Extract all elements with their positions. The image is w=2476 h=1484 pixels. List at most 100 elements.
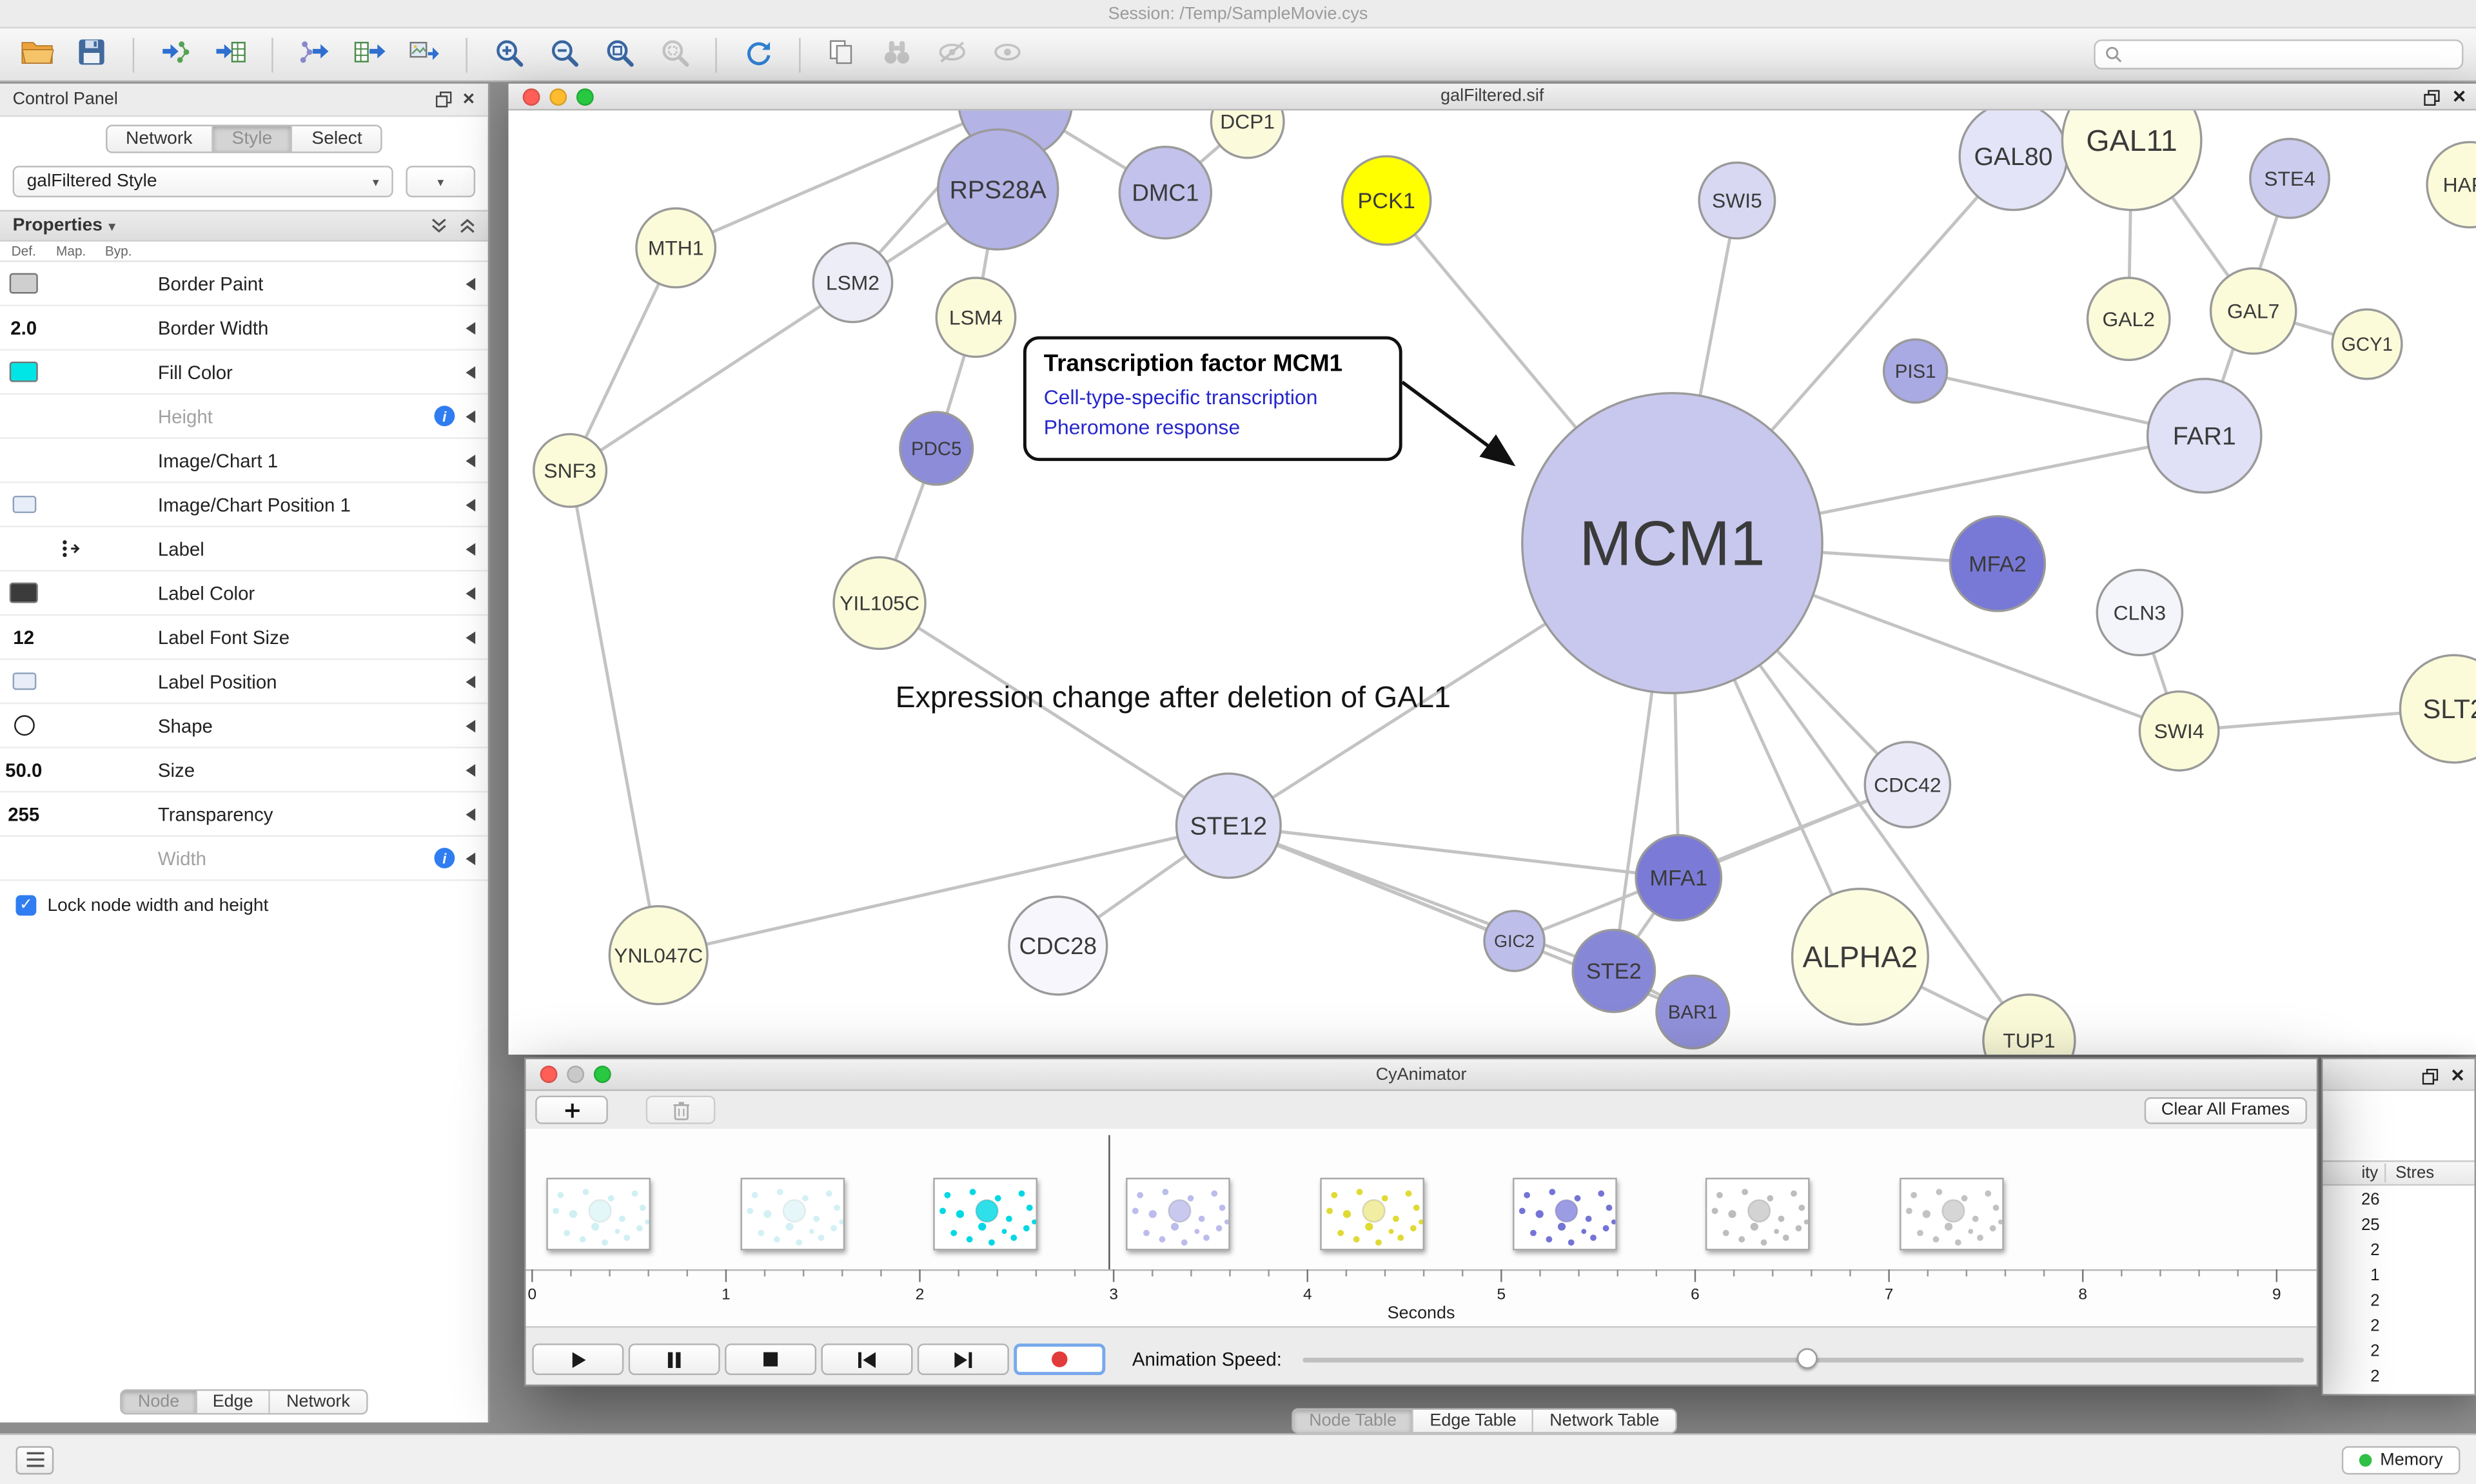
cp-tab-edge[interactable]: Edge	[197, 1391, 271, 1413]
network-node-LSM4[interactable]: LSM4	[935, 277, 1017, 358]
default-value[interactable]: 12	[13, 626, 35, 649]
expand-arrow-icon[interactable]	[466, 630, 476, 643]
network-node-CDC28[interactable]: CDC28	[1008, 895, 1108, 996]
network-window-titlebar[interactable]: galFiltered.sif ✕	[508, 83, 2476, 111]
frame-thumbnail-1[interactable]	[740, 1177, 845, 1251]
network-node-YNL047C[interactable]: YNL047C	[608, 905, 709, 1006]
float-window-icon[interactable]	[2423, 89, 2440, 105]
network-node-YIL105C[interactable]: YIL105C	[832, 556, 927, 650]
import-table-button[interactable]	[207, 34, 254, 75]
property-row-fill-color[interactable]: Fill Color	[0, 351, 488, 395]
network-node-GCY1[interactable]: GCY1	[2331, 308, 2403, 380]
zoom-selected-button[interactable]	[651, 34, 698, 75]
float-panel-icon[interactable]	[435, 92, 451, 108]
network-node-PCK1[interactable]: PCK1	[1341, 155, 1432, 246]
network-node-STE2[interactable]: STE2	[1571, 928, 1656, 1013]
minimize-traffic-light[interactable]	[567, 1066, 585, 1084]
network-node-MFA1[interactable]: MFA1	[1635, 834, 1723, 922]
panel-toggle-button[interactable]	[15, 1445, 54, 1474]
export-network-button[interactable]	[291, 34, 338, 75]
show-all-button[interactable]	[984, 34, 1031, 75]
network-node-LSM2[interactable]: LSM2	[812, 242, 894, 324]
network-node-GAL80[interactable]: GAL80	[1958, 110, 2068, 211]
search-input[interactable]	[2128, 44, 2453, 64]
info-icon[interactable]: i	[434, 848, 455, 868]
slider-knob[interactable]	[1796, 1348, 1818, 1369]
network-node-SNF3[interactable]: SNF3	[533, 433, 608, 508]
default-color-swatch[interactable]	[9, 273, 38, 294]
expand-arrow-icon[interactable]	[466, 321, 476, 334]
network-node-MCM1[interactable]: MCM1	[1521, 392, 1823, 694]
network-node-DMC1[interactable]: DMC1	[1118, 146, 1213, 240]
network-node-MFA2[interactable]: MFA2	[1949, 515, 2047, 612]
network-node-SLT2[interactable]: SLT2	[2399, 654, 2476, 764]
float-table-panel-icon[interactable]	[2422, 1068, 2438, 1084]
expand-arrow-icon[interactable]	[466, 277, 476, 290]
network-canvas[interactable]: RPS28BRPS28ADMC1DCP1PCK1SWI5GAL80GAL11ST…	[508, 110, 2476, 1055]
play-button[interactable]	[532, 1343, 624, 1376]
expand-arrow-icon[interactable]	[466, 498, 476, 511]
default-color-swatch[interactable]	[9, 361, 38, 382]
network-node-GAL11[interactable]: GAL11	[2061, 110, 2203, 211]
network-node-RPS28A[interactable]: RPS28A	[936, 128, 1059, 251]
pause-button[interactable]	[628, 1343, 720, 1376]
property-row-image-chart-1[interactable]: Image/Chart 1	[0, 439, 488, 483]
hide-selected-button[interactable]	[928, 34, 976, 75]
expand-arrow-icon[interactable]	[466, 542, 476, 555]
default-value[interactable]: 50.0	[5, 758, 43, 781]
expand-arrow-icon[interactable]	[466, 807, 476, 821]
position-widget-icon[interactable]	[12, 672, 36, 690]
frame-thumbnail-4[interactable]	[1320, 1177, 1424, 1251]
network-node-SWI4[interactable]: SWI4	[2138, 690, 2220, 772]
table-column-headers[interactable]: ity Stres	[2323, 1160, 2475, 1186]
table-column-header[interactable]: Stres	[2395, 1163, 2435, 1183]
find-button[interactable]	[873, 34, 920, 75]
annotation-box[interactable]: Transcription factor MCM1 Cell-type-spec…	[1023, 336, 1402, 461]
tab-select[interactable]: Select	[293, 126, 382, 152]
expand-arrow-icon[interactable]	[466, 852, 476, 864]
expand-arrow-icon[interactable]	[466, 763, 476, 776]
network-node-STE4[interactable]: STE4	[2249, 137, 2330, 219]
search-box[interactable]	[2094, 39, 2464, 70]
zoom-traffic-light[interactable]	[576, 88, 594, 106]
network-node-STE12[interactable]: STE12	[1175, 772, 1282, 879]
refresh-view-button[interactable]	[734, 34, 781, 75]
lock-size-checkbox[interactable]: ✓	[15, 895, 37, 916]
tab-network[interactable]: Network	[106, 126, 213, 152]
network-node-HAP4[interactable]: HAP4	[2426, 141, 2476, 229]
close-window-icon[interactable]: ✕	[2451, 88, 2467, 108]
table-tab-network-table[interactable]: Network Table	[1533, 1409, 1675, 1432]
collapse-all-icon[interactable]	[431, 218, 447, 233]
table-row[interactable]: 2	[2370, 1291, 2380, 1311]
tab-style[interactable]: Style	[213, 126, 293, 152]
network-node-GIC2[interactable]: GIC2	[1483, 910, 1546, 972]
zoom-out-button[interactable]	[540, 34, 587, 75]
property-row-border-paint[interactable]: Border Paint	[0, 262, 488, 307]
expand-arrow-icon[interactable]	[466, 365, 476, 378]
open-session-button[interactable]	[13, 34, 60, 75]
position-widget-icon[interactable]	[12, 495, 36, 513]
expand-arrow-icon[interactable]	[466, 409, 476, 423]
network-node-CLN3[interactable]: CLN3	[2096, 569, 2184, 657]
network-node-MTH1[interactable]: MTH1	[635, 207, 717, 289]
table-row[interactable]: 26	[2361, 1190, 2380, 1209]
close-table-panel-icon[interactable]: ✕	[2450, 1067, 2465, 1086]
table-tab-node-table[interactable]: Node Table	[1293, 1409, 1414, 1432]
network-node-FAR1[interactable]: FAR1	[2146, 378, 2263, 494]
skip-start-button[interactable]	[821, 1343, 913, 1376]
style-options-button[interactable]: ▾	[406, 166, 476, 198]
table-tab-edge-table[interactable]: Edge Table	[1413, 1409, 1534, 1432]
expand-arrow-icon[interactable]	[466, 719, 476, 732]
expand-arrow-icon[interactable]	[466, 586, 476, 600]
network-snapshot-button[interactable]	[818, 34, 865, 75]
frame-thumbnail-3[interactable]	[1126, 1177, 1230, 1251]
table-row[interactable]: 2	[2370, 1240, 2380, 1260]
default-color-swatch[interactable]	[9, 582, 38, 603]
frame-thumbnail-0[interactable]	[546, 1177, 651, 1251]
cp-tab-node[interactable]: Node	[122, 1391, 197, 1413]
table-row[interactable]: 2	[2370, 1367, 2380, 1387]
